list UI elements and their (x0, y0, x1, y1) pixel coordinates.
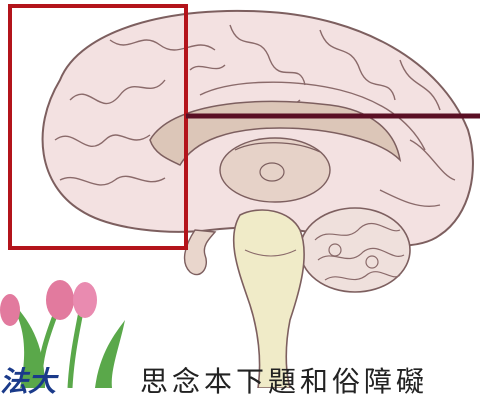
brain-diagram: 法大 思念本下題和俗障礙 (0, 0, 480, 388)
pituitary (185, 230, 215, 275)
thalamus (220, 138, 330, 202)
cerebellum (300, 208, 410, 292)
caption-text: 思念本下題和俗障礙 (140, 360, 428, 400)
caption-decoration: 法大 (0, 360, 56, 400)
brain-illustration (0, 0, 480, 388)
